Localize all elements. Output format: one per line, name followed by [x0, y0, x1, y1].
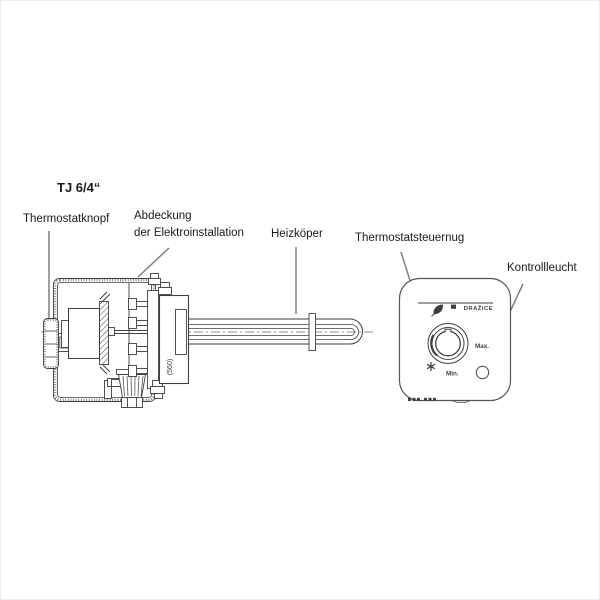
- flange-disc: [158, 282, 190, 385]
- callout-abdeckung-line2: der Elektroinstallation: [134, 227, 244, 239]
- figure-title: TJ 6/4“: [57, 180, 101, 195]
- callout-thermostatknopf: Thermostatknopf: [23, 213, 110, 225]
- panel-bottom-notch: [451, 400, 471, 403]
- callout-heizkoeper: Heizköper: [271, 228, 323, 240]
- min-label: Min.: [446, 371, 459, 378]
- flange-bolts: [128, 298, 148, 377]
- leaf-icon: [431, 304, 443, 317]
- dimension-560: (560): [167, 359, 174, 375]
- thermostat-control-panel: DRAŽICE Max. Min.: [398, 277, 512, 403]
- indicator-light: [475, 365, 490, 380]
- tube-support-bracket: [308, 313, 316, 351]
- callout-thermostatsteuernug: Thermostatsteuernug: [355, 232, 465, 244]
- knob-pointer-notch: [444, 328, 452, 332]
- callout-abdeckung-line1: Abdeckung: [134, 210, 192, 222]
- mounting-plate: [128, 273, 165, 399]
- screw-marks: [99, 291, 111, 375]
- thermostat-body: [61, 291, 148, 375]
- callout-kontrollleucht: Kontrollleucht: [507, 262, 577, 274]
- brand-text: DRAŽICE: [464, 304, 493, 312]
- snowflake-icon: [426, 362, 436, 371]
- panel-footprint-marks: [408, 397, 436, 401]
- temperature-knob[interactable]: [427, 323, 469, 364]
- brand-logo-icon: [451, 304, 456, 309]
- max-label: Max.: [475, 343, 489, 350]
- heating-element-tubes: [189, 313, 363, 351]
